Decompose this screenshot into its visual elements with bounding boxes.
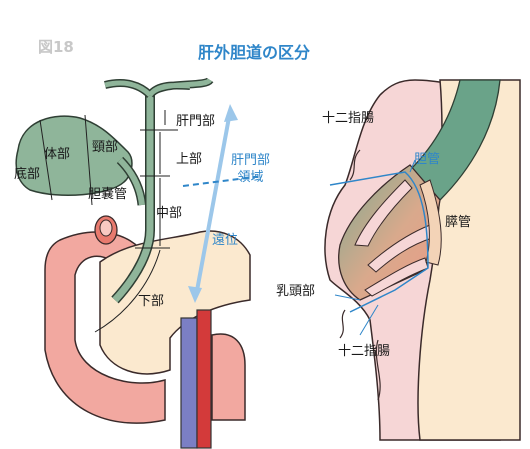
label-hilar-segment: 肝門部 xyxy=(176,114,216,129)
label-upper-segment: 上部 xyxy=(176,152,203,167)
diagram-title: 肝外胆道の区分 xyxy=(198,43,311,62)
label-pancreatic-duct: 膵管 xyxy=(445,215,472,230)
distal-arrow xyxy=(188,104,238,303)
ampulla-channels xyxy=(354,179,433,297)
gallbladder xyxy=(15,115,133,197)
label-gallbladder-neck: 頸部 xyxy=(92,140,119,155)
label-duodenum-top: 十二指腸 xyxy=(322,111,375,126)
gallbladder-divisions xyxy=(39,114,93,206)
label-distal: 遠位 xyxy=(212,233,239,248)
portal-vein xyxy=(180,317,198,449)
label-gallbladder-fundus: 底部 xyxy=(14,167,41,182)
sma-artery xyxy=(196,309,212,449)
figure-number: 図18 xyxy=(38,38,74,56)
pancreatic-duct-right xyxy=(419,179,442,266)
papilla-outline xyxy=(329,171,429,313)
label-bile-duct: 胆管 xyxy=(414,152,441,167)
duodenum-lower xyxy=(211,333,246,421)
leader-lines xyxy=(334,159,416,336)
hilar-boundary-dashed xyxy=(182,175,263,187)
label-cystic-duct: 胆嚢管 xyxy=(88,187,128,202)
label-duodenum-bottom: 十二指腸 xyxy=(338,344,391,359)
duodenal-folds xyxy=(339,149,381,401)
label-papilla: 乳頭部 xyxy=(276,284,316,299)
label-lower-segment: 下部 xyxy=(138,294,165,309)
label-middle-segment: 中部 xyxy=(156,206,183,221)
segment-markers xyxy=(94,110,178,333)
label-gallbladder-body: 体部 xyxy=(44,147,71,162)
label-hilar-region: 肝門部 領域 xyxy=(231,153,271,185)
